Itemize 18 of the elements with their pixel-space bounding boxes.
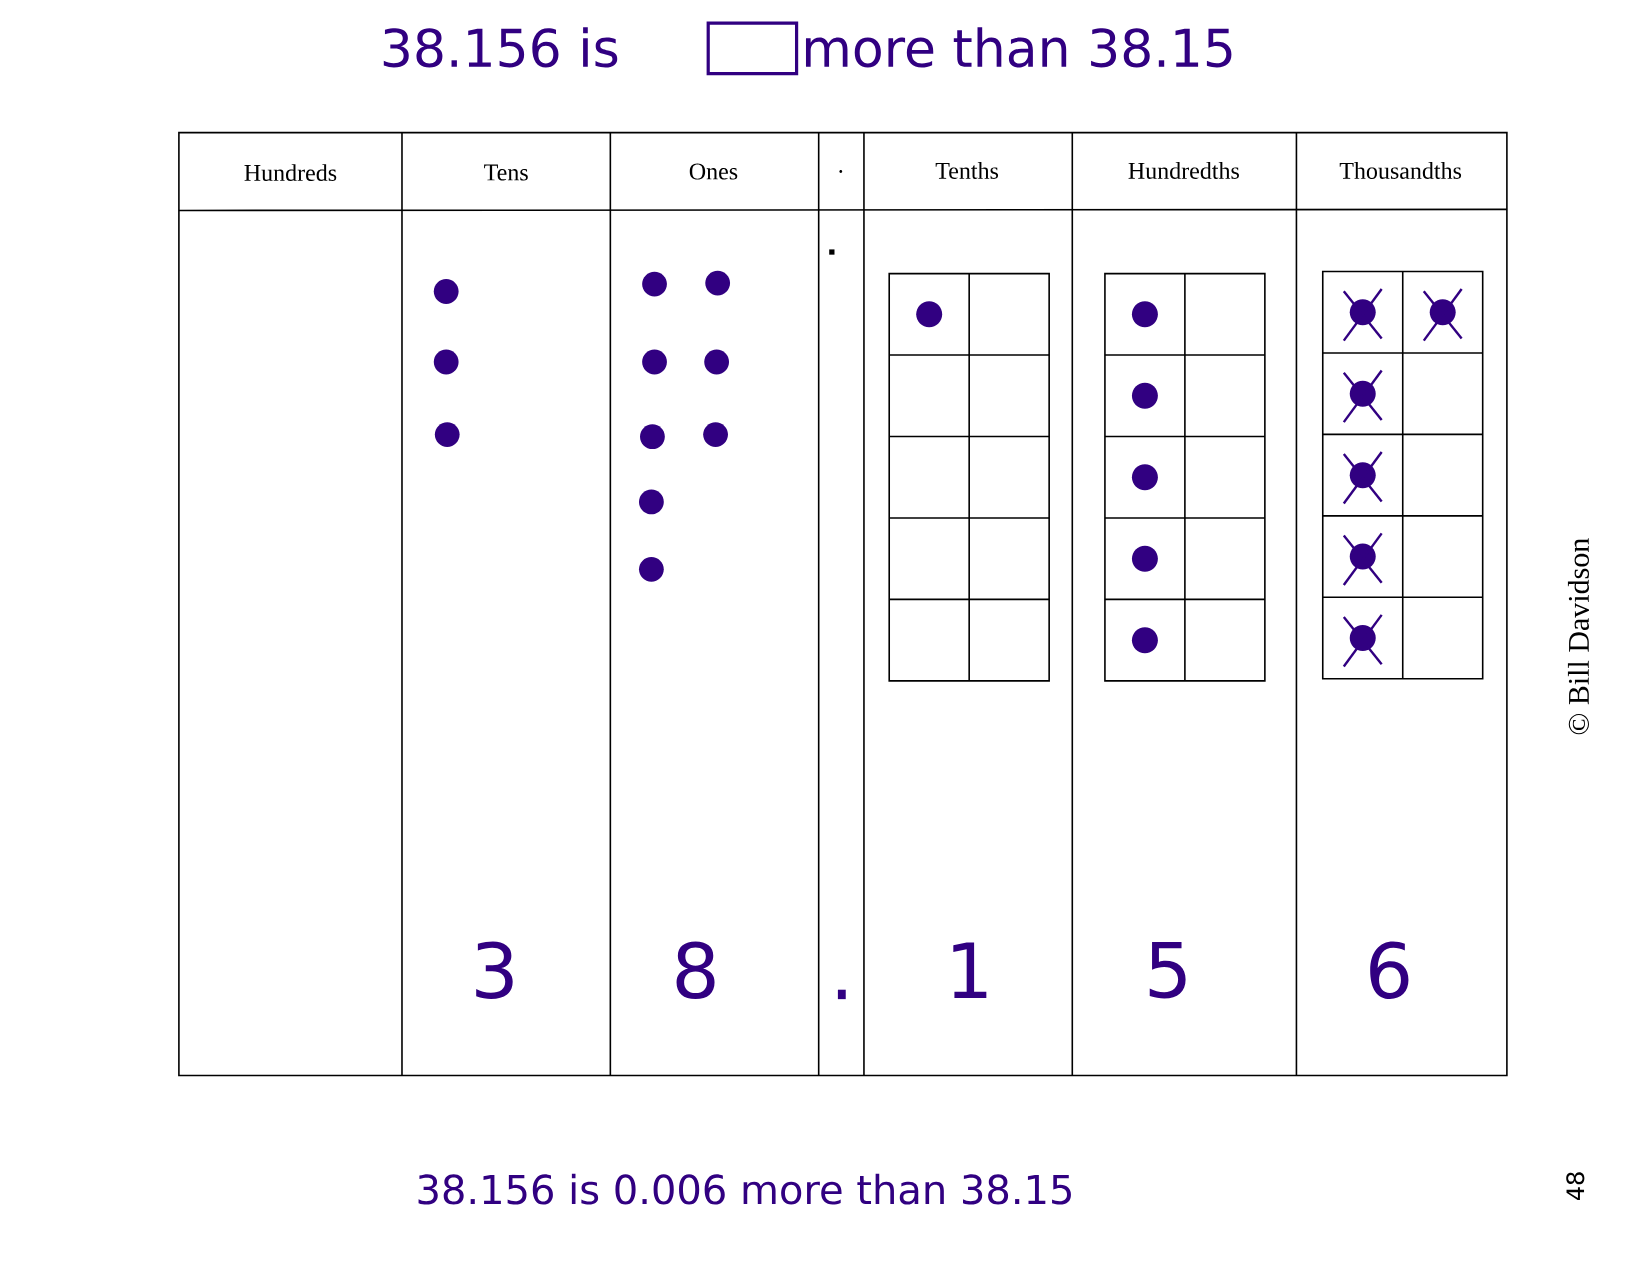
column-header: Hundreds bbox=[244, 164, 337, 181]
title-text: more than 38.15 bbox=[805, 27, 1232, 68]
digit: 6 bbox=[1370, 941, 1409, 999]
column-header: Tens bbox=[484, 164, 528, 181]
title-text: 38.156 is bbox=[383, 27, 618, 68]
digit: 5 bbox=[1149, 942, 1186, 999]
column-header: . bbox=[839, 170, 843, 173]
digit: 1 bbox=[953, 942, 987, 998]
column-header: Thousandths bbox=[1339, 162, 1462, 179]
digit: . bbox=[837, 989, 846, 1000]
column-header: Ones bbox=[689, 163, 738, 180]
column-header: Tenths bbox=[935, 162, 999, 179]
sentence: 38.156 is 0.006 more than 38.15 bbox=[418, 1173, 1071, 1205]
copyright-text: © Bill Davidson bbox=[1567, 538, 1589, 735]
column-header: Hundredths bbox=[1128, 162, 1239, 179]
page-number: 48 bbox=[1566, 1172, 1585, 1201]
digit: 3 bbox=[476, 941, 513, 999]
digit: 8 bbox=[676, 941, 715, 999]
